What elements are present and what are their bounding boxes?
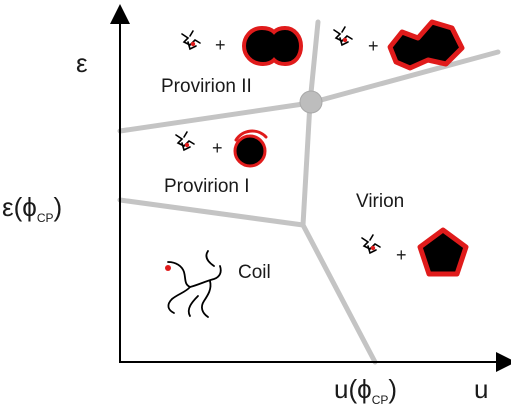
boundary-vertical-top <box>307 19 321 106</box>
double-droplet-icon <box>241 25 304 67</box>
plus-sign: + <box>368 36 379 56</box>
boundary-upper-right <box>307 49 501 106</box>
phase-boundaries <box>117 19 501 365</box>
plus-sign: + <box>212 138 223 158</box>
provirion-2-illustration: + <box>181 25 304 67</box>
coil-end-marker <box>165 265 171 271</box>
polymer-chain-icon <box>181 30 201 51</box>
boundary-left-upper <box>117 100 313 134</box>
pentagon-capsid-icon <box>417 227 469 277</box>
triple-point <box>299 90 323 114</box>
boundary-left-lower <box>117 197 306 228</box>
virion-illustration: + <box>361 227 469 277</box>
region-label-virion: Virion <box>356 191 404 212</box>
polymer-chain-icon <box>175 131 195 152</box>
y-critical-marker: ε(ϕCP) <box>2 192 62 225</box>
plus-sign: + <box>215 35 226 55</box>
region-label-coil: Coil <box>238 262 271 283</box>
plus-sign: + <box>396 245 407 265</box>
boundary-lower-right <box>300 222 378 365</box>
partial-capsid-icon <box>233 129 268 168</box>
boundary-center-vertical <box>300 100 313 228</box>
provirion-1-illustration: + <box>175 129 268 168</box>
upper-right-illustration: + <box>333 19 465 71</box>
polymer-chain-icon <box>361 234 381 255</box>
polymer-chain-icon <box>333 26 353 47</box>
y-axis-label: ε <box>76 48 88 78</box>
region-label-provirion-2: Provirion II <box>161 76 252 97</box>
coil-polymer-icon <box>165 250 222 318</box>
x-critical-marker: u(ϕCP) <box>334 374 397 407</box>
irregular-capsid-icon <box>387 19 465 71</box>
x-axis-label: u <box>474 374 488 404</box>
region-label-provirion-1: Provirion I <box>164 176 250 197</box>
